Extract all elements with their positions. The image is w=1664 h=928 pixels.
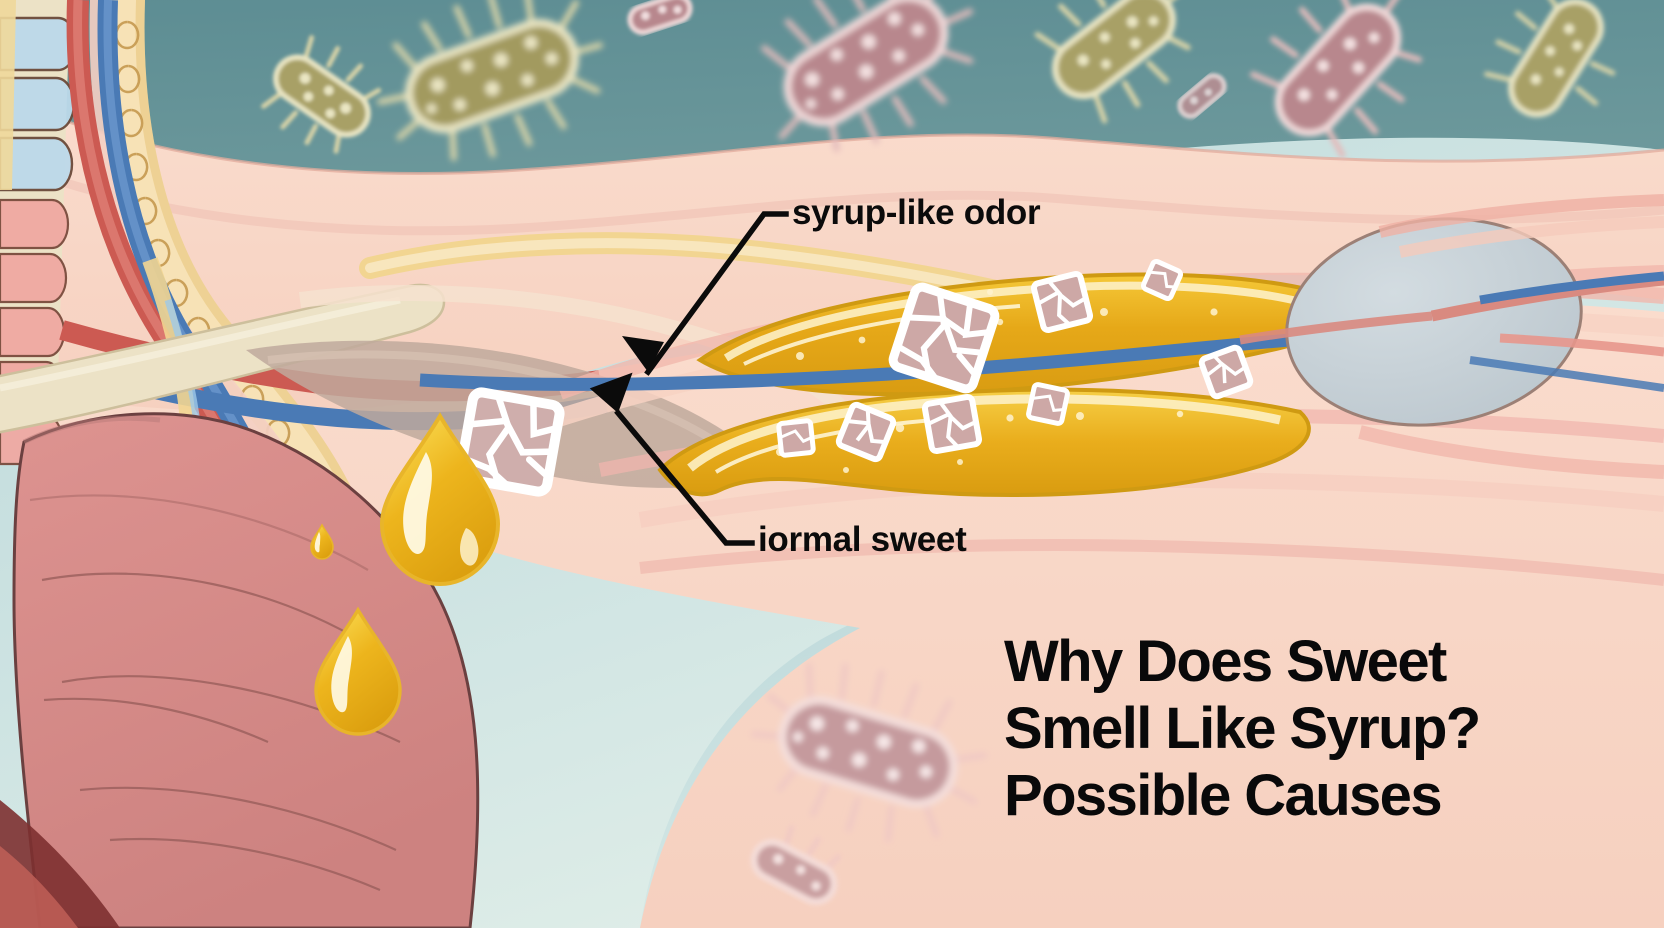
- annotation-label-normal-sweet: iormal sweet: [758, 520, 967, 559]
- annotation-label-syrup-odor: syrup-like odor: [792, 193, 1041, 232]
- leader-line-normal: [614, 409, 755, 546]
- muscle-organ: [12, 412, 480, 928]
- lymph-node-region: [419, 194, 1664, 479]
- sugar-crystals: [455, 258, 1254, 497]
- title-line-1: Why Does Sweet: [1004, 629, 1447, 694]
- page-title: Why Does Sweet Smell Like Syrup? Possibl…: [1004, 628, 1664, 829]
- honey-drops: [310, 412, 501, 736]
- bacterium-olive: [377, 0, 603, 162]
- bacterium-mauve: [750, 824, 841, 905]
- arrowhead-syrup: [622, 336, 664, 372]
- bacterium-olive: [1034, 0, 1191, 124]
- bacterium-mauve: [1249, 0, 1423, 159]
- bacterium-mauve: [750, 662, 988, 843]
- arrowhead-normal: [589, 372, 633, 413]
- title-line-2: Smell Like Syrup?: [1004, 696, 1481, 761]
- bacterium-mauve: [1177, 73, 1227, 119]
- bacterium-mauve: [761, 0, 974, 153]
- clavicle-bone: [0, 283, 446, 434]
- leader-line-syrup: [644, 211, 789, 376]
- title-line-3: Possible Causes: [1004, 763, 1443, 828]
- bacterium-olive: [1484, 0, 1616, 118]
- bacterium-mauve: [627, 0, 693, 36]
- bacterium-olive: [261, 35, 382, 154]
